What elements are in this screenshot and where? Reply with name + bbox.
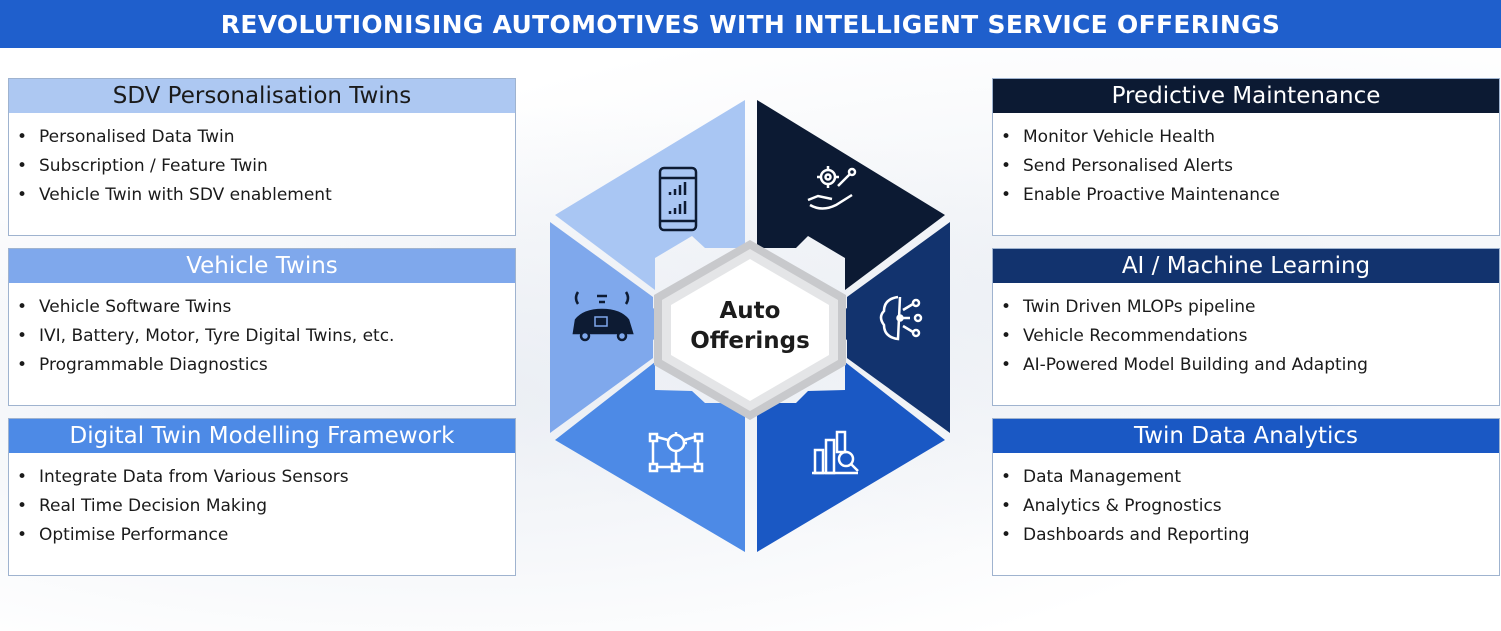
list-item: •Personalised Data Twin (17, 127, 235, 147)
bullet-list: •Personalised Data Twin •Subscription / … (9, 123, 515, 210)
bullet-list: •Data Management •Analytics & Prognostic… (993, 463, 1499, 550)
list-item: •Real Time Decision Making (17, 496, 268, 516)
list-item: •Optimise Performance (17, 525, 229, 545)
smartphone-chart-icon (658, 166, 698, 232)
gear-wrench-hand-icon (807, 166, 857, 210)
card-title: SDV Personalisation Twins (112, 83, 412, 109)
list-item: •Dashboards and Reporting (1001, 525, 1250, 545)
list-item: •AI-Powered Model Building and Adapting (1001, 355, 1368, 375)
card-title: Digital Twin Modelling Framework (69, 423, 455, 449)
bullet-list: •Integrate Data from Various Sensors •Re… (9, 463, 515, 550)
bullet-list: •Vehicle Software Twins •IVI, Battery, M… (9, 293, 515, 380)
card-twin-data-analytics: Twin Data Analytics •Data Management •An… (992, 418, 1500, 576)
list-item: •Integrate Data from Various Sensors (17, 467, 349, 487)
list-item: •IVI, Battery, Motor, Tyre Digital Twins… (17, 326, 395, 346)
page-title: REVOLUTIONISING AUTOMOTIVES WITH INTELLI… (220, 9, 1281, 39)
card-vehicle-twins: Vehicle Twins •Vehicle Software Twins •I… (8, 248, 516, 406)
ai-brain-icon (879, 295, 923, 341)
bullet-list: •Monitor Vehicle Health •Send Personalis… (993, 123, 1499, 210)
card-ai-machine-learning: AI / Machine Learning •Twin Driven MLOPs… (992, 248, 1500, 406)
card-header: Twin Data Analytics (993, 419, 1499, 453)
list-item: •Vehicle Software Twins (17, 297, 232, 317)
hexagon-diagram (550, 100, 950, 552)
list-item: •Monitor Vehicle Health (1001, 127, 1216, 147)
card-digital-twin-modelling-framework: Digital Twin Modelling Framework •Integr… (8, 418, 516, 576)
card-header: AI / Machine Learning (993, 249, 1499, 283)
card-title: Twin Data Analytics (1133, 423, 1358, 449)
segment-twin-data-analytics (757, 362, 945, 552)
segment-ai-machine-learning (825, 222, 950, 433)
card-predictive-maintenance: Predictive Maintenance •Monitor Vehicle … (992, 78, 1500, 236)
hub-center (671, 259, 829, 401)
hub-label: Auto Offerings (680, 296, 820, 356)
card-header: Vehicle Twins (9, 249, 515, 283)
card-header: SDV Personalisation Twins (9, 79, 515, 113)
card-header: Predictive Maintenance (993, 79, 1499, 113)
card-title: AI / Machine Learning (1121, 253, 1371, 279)
connected-car-icon (572, 291, 634, 342)
list-item: •Send Personalised Alerts (1001, 156, 1234, 176)
list-item: •Subscription / Feature Twin (17, 156, 268, 176)
segment-sdv-personalisation (555, 100, 745, 290)
list-item: •Twin Driven MLOPs pipeline (1001, 297, 1256, 317)
list-item: •Vehicle Twin with SDV enablement (17, 185, 332, 205)
hub-label-line1: Auto (719, 298, 781, 324)
list-item: •Enable Proactive Maintenance (1001, 185, 1280, 205)
list-item: •Vehicle Recommendations (1001, 326, 1248, 346)
network-nodes-icon (648, 432, 704, 473)
card-title: Vehicle Twins (186, 253, 338, 279)
list-item: •Programmable Diagnostics (17, 355, 268, 375)
segment-digital-twin-framework (555, 362, 745, 552)
bullet-list: •Twin Driven MLOPs pipeline •Vehicle Rec… (993, 293, 1499, 380)
title-banner: REVOLUTIONISING AUTOMOTIVES WITH INTELLI… (0, 0, 1501, 48)
card-header: Digital Twin Modelling Framework (9, 419, 515, 453)
hub-label-line2: Offerings (690, 328, 810, 354)
card-sdv-personalisation-twins: SDV Personalisation Twins •Personalised … (8, 78, 516, 236)
list-item: •Analytics & Prognostics (1001, 496, 1222, 516)
bar-chart-magnifier-icon (812, 430, 859, 475)
card-title: Predictive Maintenance (1111, 83, 1381, 109)
list-item: •Data Management (1001, 467, 1181, 487)
